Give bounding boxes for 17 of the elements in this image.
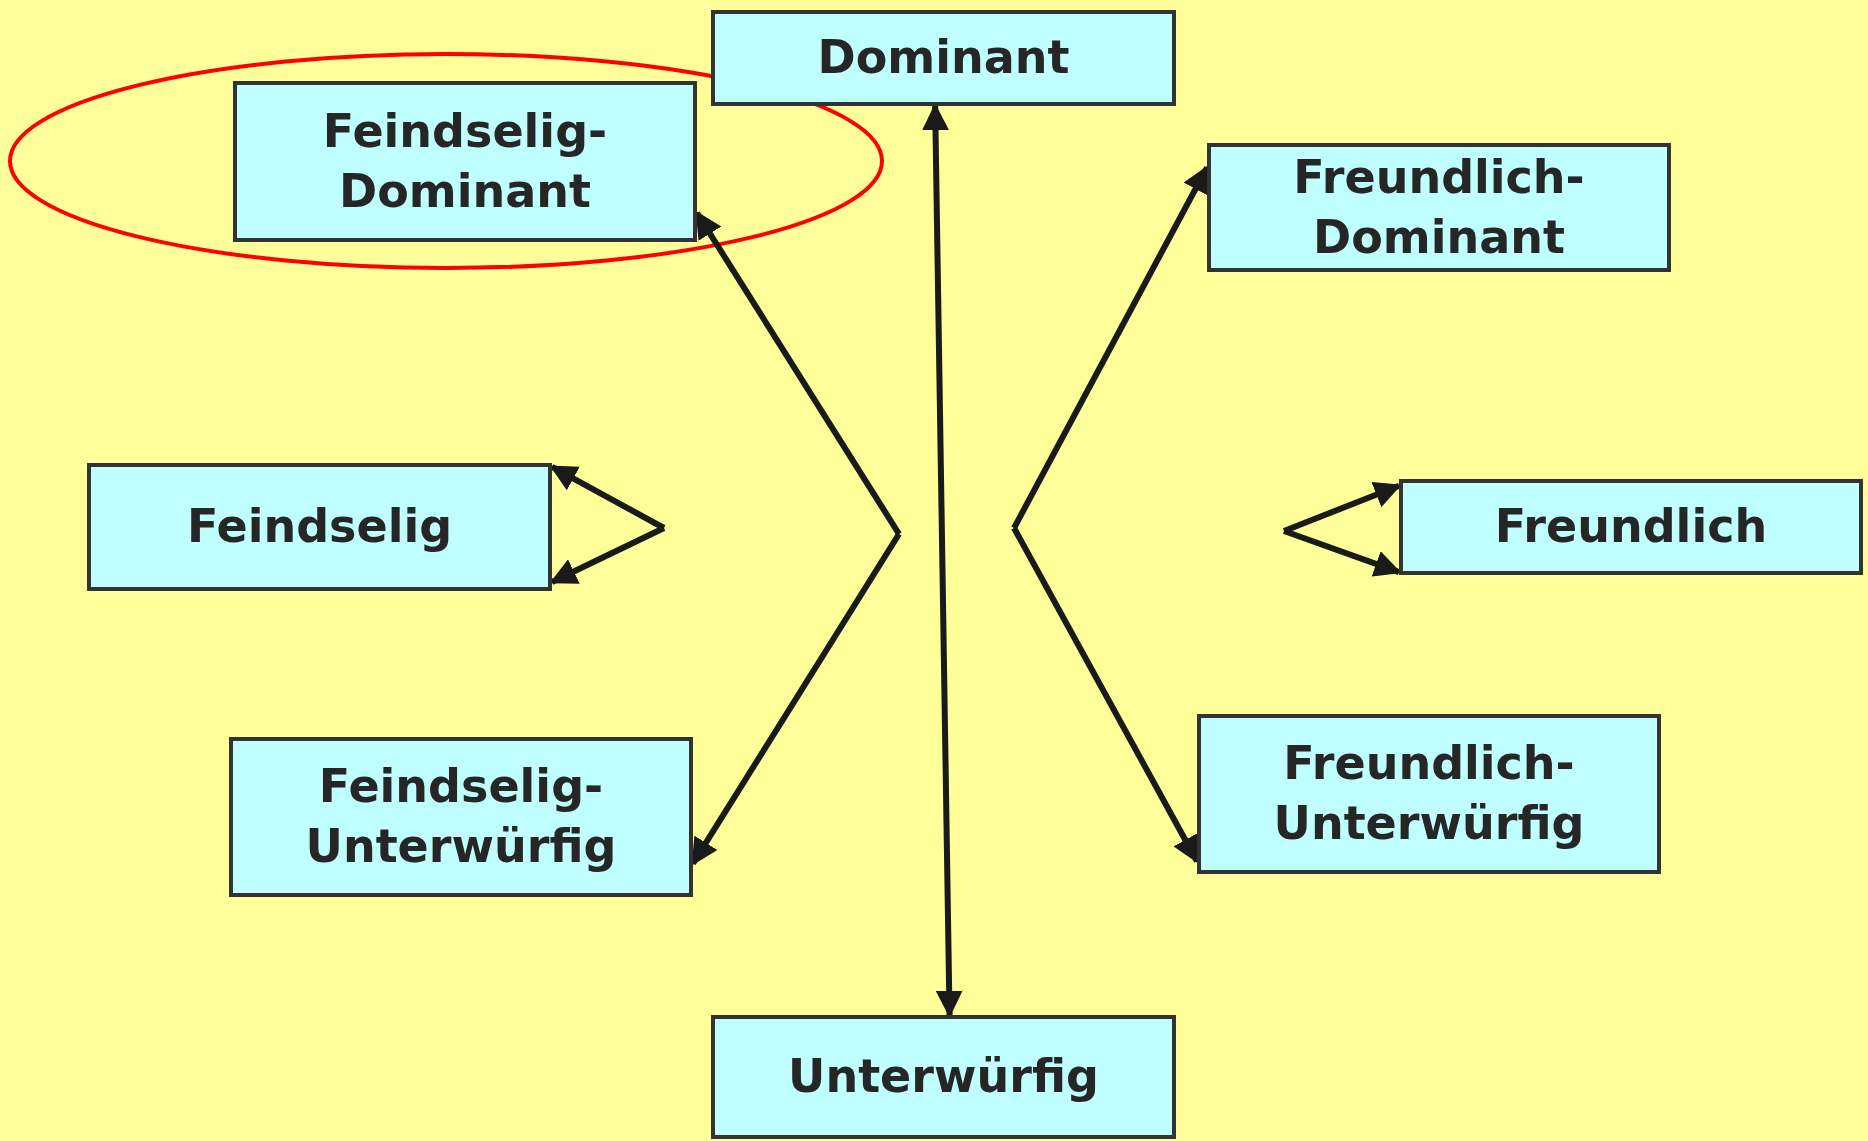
process-box [87,463,552,591]
box-label: Dominant [817,29,1070,87]
process-box [1399,479,1863,575]
box-label: Freundlich [1494,498,1768,556]
process-box [711,10,1176,106]
box-label: Unterwürfig [788,1048,1099,1106]
box-label: Freundlich- Dominant [1292,148,1586,266]
box-label: Feindselig- Dominant [321,102,609,220]
arrow [1283,528,1402,577]
process-box [1197,714,1661,874]
box-label: Freundlich- Unterwürfig [1272,735,1586,852]
process-box [711,1015,1176,1139]
process-box [233,81,697,242]
box-label: Feindselig [186,498,453,556]
box-label: Feindselig- Unterwürfig [304,758,618,875]
process-box [1207,143,1671,272]
process-box [229,737,693,897]
